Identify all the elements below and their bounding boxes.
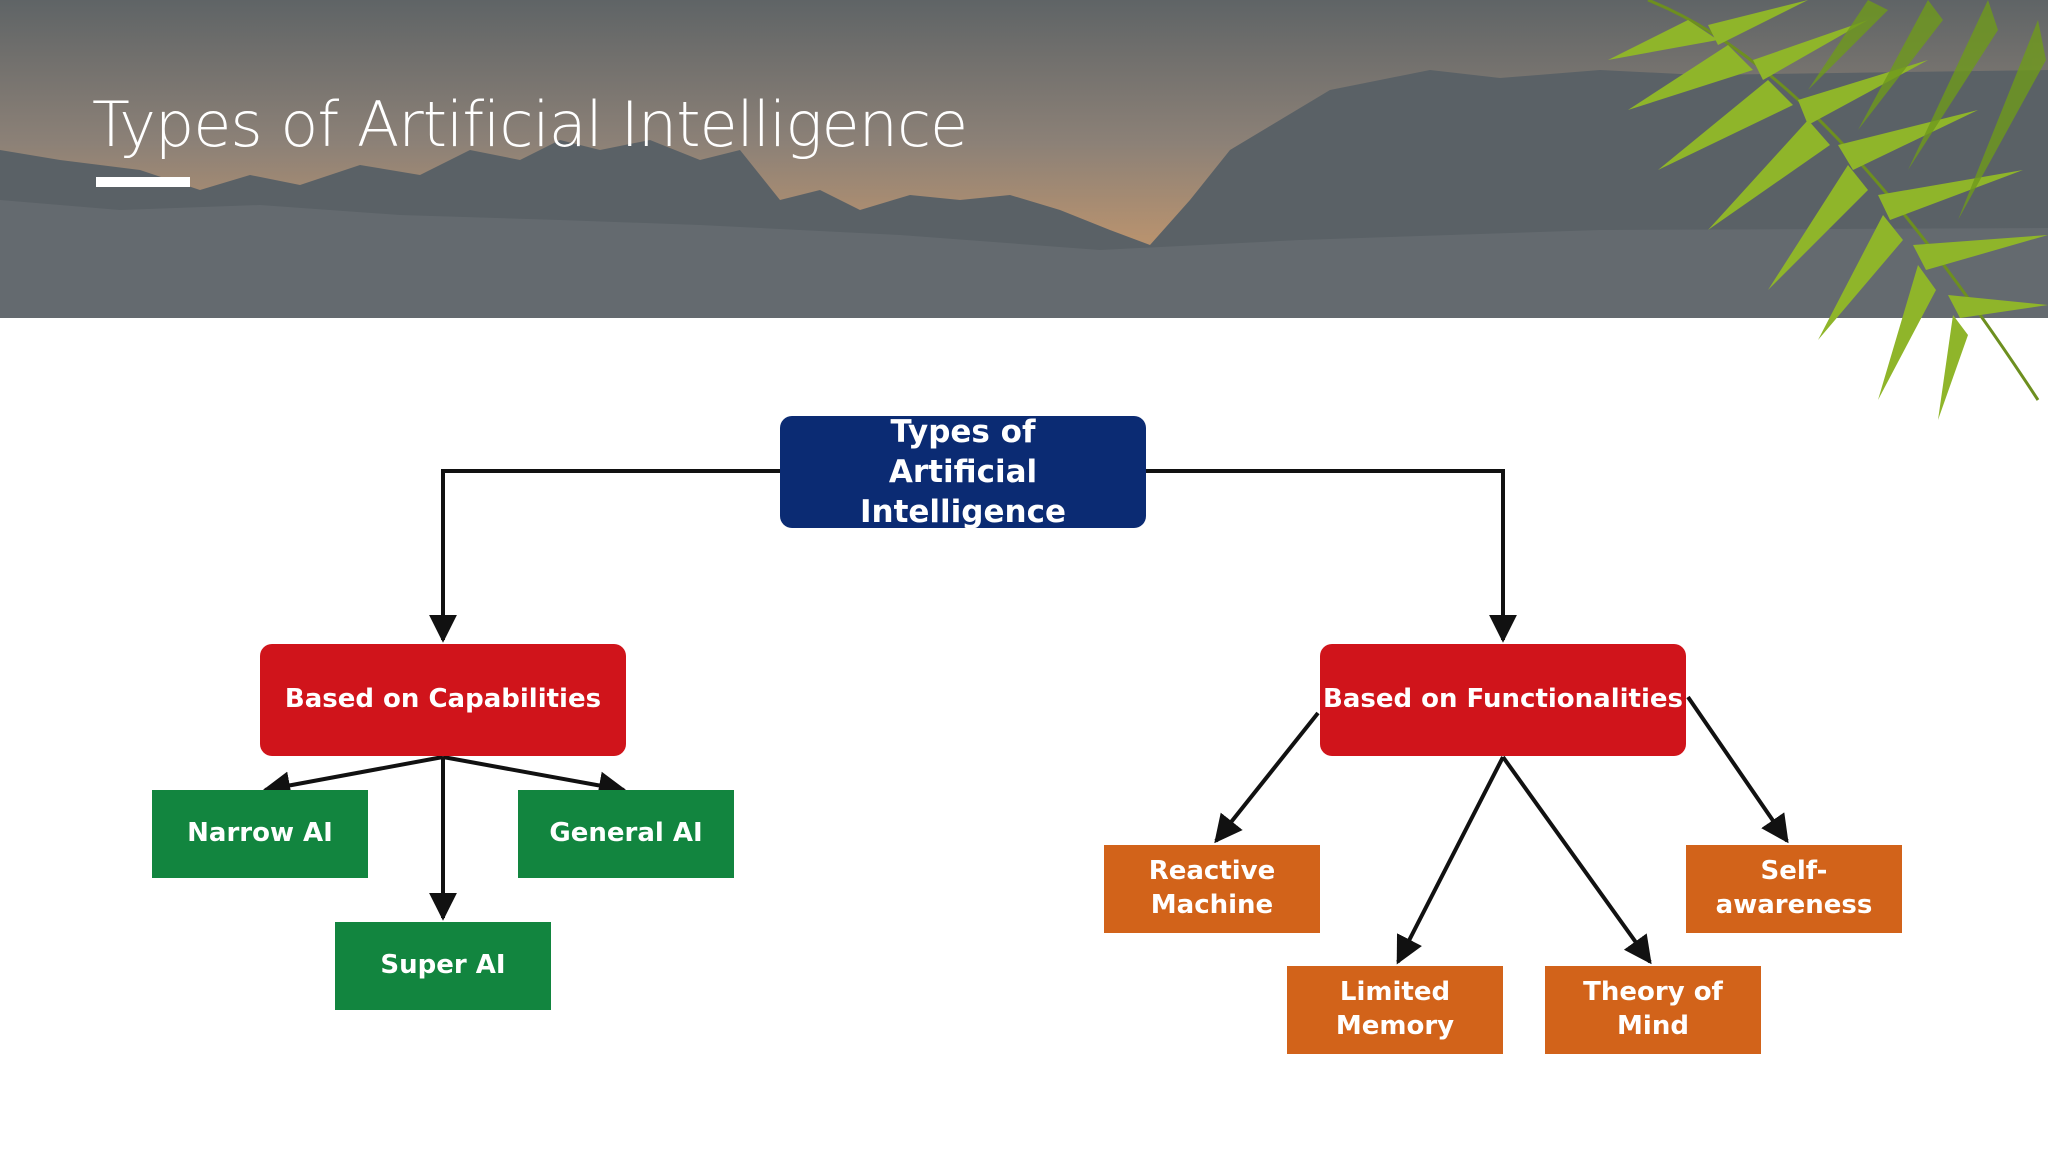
super-ai-node: Super AI <box>335 922 551 1010</box>
functionalities-node-label: Based on Functionalities <box>1323 684 1683 715</box>
connector-capabilities-to-narrow-ai <box>262 755 444 800</box>
mountain-background <box>0 0 2048 318</box>
general-ai-node: General AI <box>518 790 734 878</box>
connector-functionalities-to-theory-of-mind <box>1501 755 1652 965</box>
super-ai-label: Super AI <box>380 950 506 981</box>
theory-of-mind-node: Theory of Mind <box>1545 966 1761 1054</box>
reactive-machine-node: Reactive Machine <box>1104 845 1320 933</box>
reactive-machine-label: Reactive Machine <box>1148 856 1276 920</box>
root-node-label: Types of Artificial Intelligence <box>859 413 1066 531</box>
limited-memory-node: Limited Memory <box>1287 966 1503 1054</box>
connector-root-to-functionalities <box>1144 469 1517 643</box>
slide-title: Types of Artificial Intelligence <box>92 88 968 161</box>
narrow-ai-label: Narrow AI <box>187 818 333 849</box>
connector-functionalities-to-self-awareness <box>1686 695 1789 844</box>
functionalities-node: Based on Functionalities <box>1320 644 1686 756</box>
title-underline <box>96 177 190 187</box>
connector-functionalities-to-reactive-machine <box>1214 711 1320 844</box>
connector-capabilities-to-general-ai <box>442 755 627 800</box>
root-node: Types of Artificial Intelligence <box>780 414 1146 530</box>
connector-functionalities-to-limited-memory <box>1396 756 1505 965</box>
header-banner: Types of Artificial Intelligence <box>0 0 2048 318</box>
capabilities-node-label: Based on Capabilities <box>284 684 602 715</box>
narrow-ai-node: Narrow AI <box>152 790 368 878</box>
palm-leaf-decoration <box>1608 0 2048 420</box>
connector-root-to-capabilities <box>429 469 782 643</box>
self-awareness-node: Self-awareness <box>1686 845 1902 933</box>
self-awareness-label: Self-awareness <box>1715 856 1873 920</box>
theory-of-mind-label: Theory of Mind <box>1583 977 1723 1041</box>
capabilities-node: Based on Capabilities <box>260 644 626 756</box>
limited-memory-label: Limited Memory <box>1335 977 1455 1041</box>
general-ai-label: General AI <box>549 818 703 849</box>
